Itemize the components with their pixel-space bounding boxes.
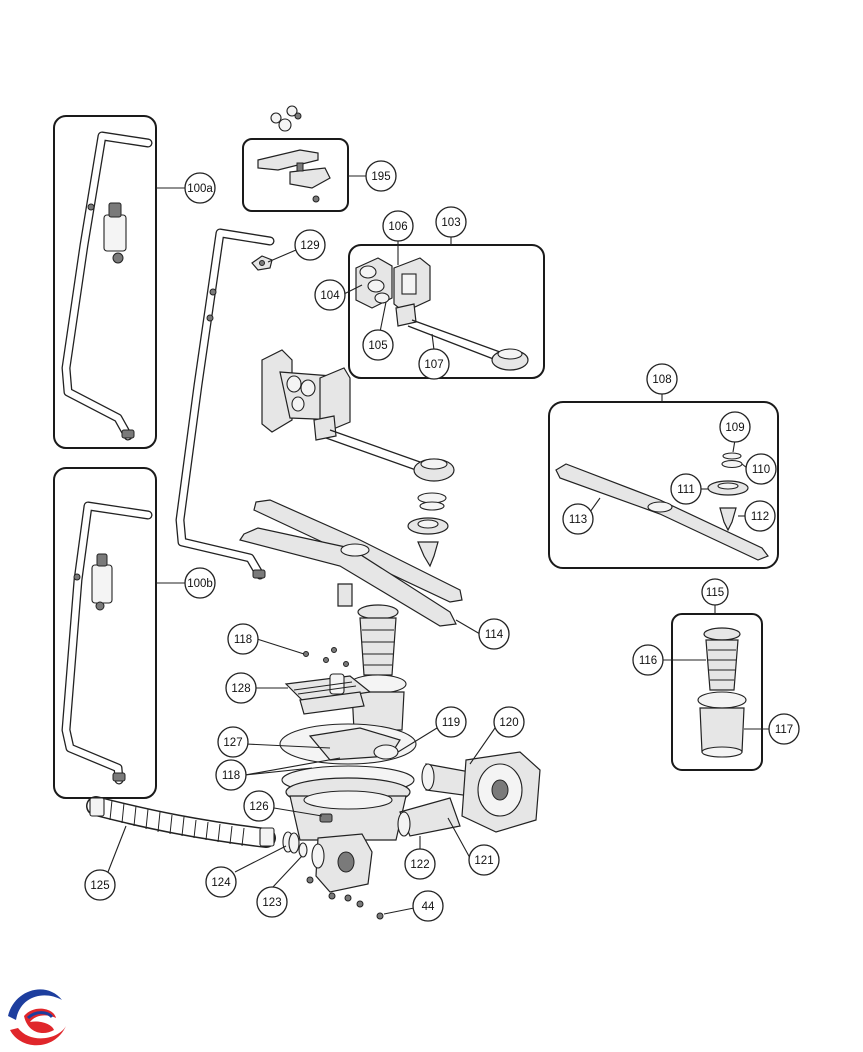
sensor-bracket-128	[284, 673, 372, 715]
callout-label-122: 122	[410, 859, 429, 871]
callout-label-105: 105	[368, 340, 387, 352]
callout-113: 113	[562, 503, 594, 535]
callout-120: 120	[493, 706, 525, 738]
callout-111: 111	[670, 473, 702, 505]
logo-blue-swoosh	[8, 989, 62, 1020]
callout-label-195: 195	[371, 171, 390, 183]
callout-label-100a: 100a	[187, 183, 213, 195]
callout-label-104: 104	[320, 290, 340, 302]
middle-manifold	[261, 349, 455, 482]
callout-121: 121	[468, 844, 500, 876]
callout-label-100b: 100b	[187, 578, 213, 590]
callout-100a: 100a	[184, 172, 216, 204]
callout-195: 195	[365, 160, 397, 192]
main-feed-tube	[175, 228, 275, 580]
small-screws-118	[303, 647, 349, 667]
callout-126: 126	[243, 790, 275, 822]
callout-117: 117	[768, 713, 800, 745]
callout-122: 122	[404, 848, 436, 880]
callout-110: 110	[745, 453, 777, 485]
seal-ring-123	[298, 842, 308, 858]
callout-label-123: 123	[262, 897, 281, 909]
callout-128: 128	[225, 672, 257, 704]
callout-label-117: 117	[775, 724, 793, 736]
callout-108: 108	[646, 363, 678, 395]
callout-label-127: 127	[223, 737, 242, 749]
callout-109: 109	[719, 411, 751, 443]
center-filter-tower	[349, 604, 407, 731]
callout-107: 107	[418, 348, 450, 380]
callout-115: 115	[701, 578, 729, 606]
callout-127: 127	[217, 726, 249, 758]
filter-assembly-115	[697, 627, 747, 758]
callout-118-top: 118	[227, 623, 259, 655]
callout-label-118-bottom: 118	[222, 770, 240, 782]
hose-clamp-124	[282, 831, 300, 854]
callout-44: 44	[412, 890, 444, 922]
circulation-pump	[397, 751, 541, 837]
callout-label-107: 107	[424, 359, 443, 371]
callout-100b: 100b	[184, 567, 216, 599]
callout-label-124: 124	[211, 877, 231, 889]
callout-129: 129	[294, 229, 326, 261]
callout-112: 112	[744, 500, 776, 532]
mounting-bracket-195	[257, 105, 331, 203]
callout-label-126: 126	[249, 801, 268, 813]
callout-label-114: 114	[485, 629, 504, 641]
callout-106: 106	[382, 210, 414, 242]
box-108	[548, 401, 779, 569]
callout-label-128: 128	[231, 683, 250, 695]
callout-label-106: 106	[388, 221, 407, 233]
callout-123: 123	[256, 886, 288, 918]
callout-label-109: 109	[725, 422, 744, 434]
callout-label-111: 111	[677, 484, 694, 496]
box-195	[242, 138, 349, 212]
sump-assembly	[279, 723, 417, 841]
callout-label-112: 112	[751, 511, 769, 523]
callout-label-103: 103	[441, 217, 460, 229]
drain-pump	[306, 833, 384, 920]
callout-label-120: 120	[499, 717, 518, 729]
brand-logo	[8, 989, 66, 1046]
callout-105: 105	[362, 329, 394, 361]
callout-label-108: 108	[652, 374, 671, 386]
callout-label-113: 113	[569, 514, 587, 526]
callout-104: 104	[314, 279, 346, 311]
callout-103: 103	[435, 206, 467, 238]
spray-arm-seal-stack	[407, 492, 449, 568]
callout-116: 116	[632, 644, 664, 676]
callout-label-116: 116	[639, 655, 657, 667]
callout-114: 114	[478, 618, 510, 650]
callout-label-110: 110	[752, 464, 770, 476]
box-100a	[53, 115, 157, 449]
callout-label-125: 125	[90, 880, 109, 892]
leader-lines	[107, 175, 770, 915]
lower-spray-arms	[239, 499, 463, 627]
drain-hose-125	[86, 796, 276, 848]
callout-118-bottom: 118	[215, 759, 247, 791]
callout-label-119: 119	[442, 717, 460, 729]
callout-label-118-top: 118	[234, 634, 252, 646]
upper-feed-tube-100a	[61, 131, 153, 441]
callout-label-121: 121	[474, 855, 493, 867]
box-115	[671, 613, 763, 771]
upper-spray-arm-108	[555, 452, 769, 561]
callout-125: 125	[84, 869, 116, 901]
manifold-assembly-103	[355, 257, 529, 371]
upper-feed-tube-100b	[61, 501, 153, 785]
logo-red-swoosh	[10, 1026, 66, 1046]
tube-clip-129	[251, 255, 273, 271]
callout-label-115: 115	[706, 587, 724, 599]
callout-label-129: 129	[300, 240, 319, 252]
callout-124: 124	[205, 866, 237, 898]
box-103	[348, 244, 545, 379]
callout-119: 119	[435, 706, 467, 738]
callout-label-44: 44	[422, 901, 435, 913]
